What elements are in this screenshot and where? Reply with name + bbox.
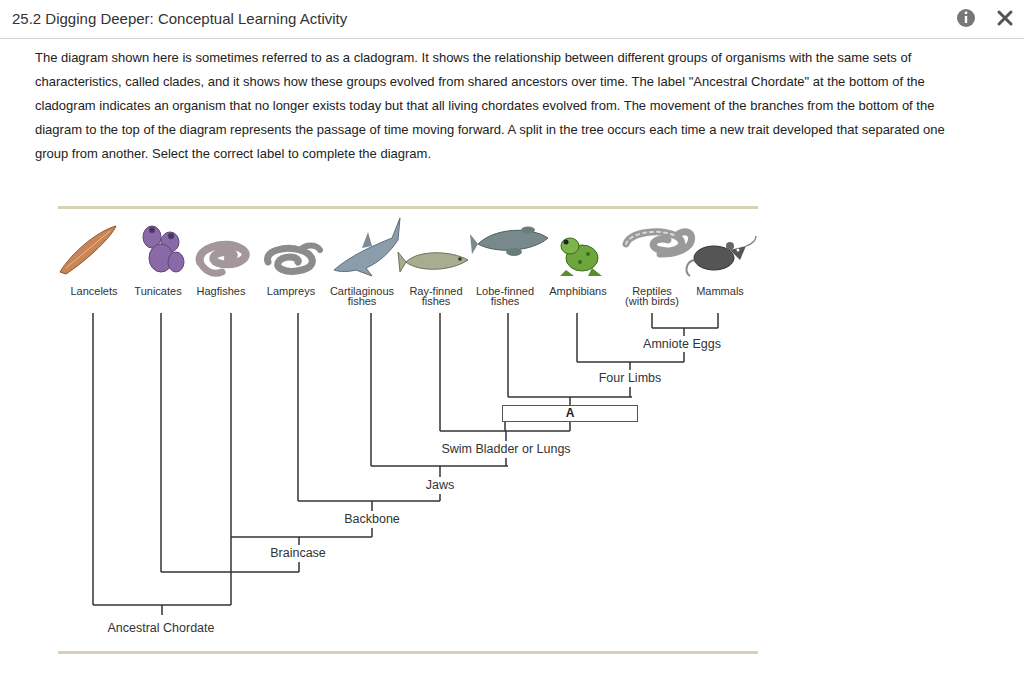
answer-box: A	[502, 405, 638, 422]
info-icon	[957, 9, 975, 27]
lancelet-picture	[60, 226, 116, 274]
taxon-label: Lancelets	[70, 286, 117, 296]
frog-picture	[560, 238, 602, 276]
taxon-label: Hagfishes	[197, 286, 246, 296]
taxon-label: Reptiles (with birds)	[619, 286, 685, 306]
instructions-text: The diagram shown here is sometimes refe…	[35, 46, 960, 166]
taxon-label: Lampreys	[267, 286, 315, 296]
snake-picture	[626, 232, 692, 254]
ray-finned-fish-picture	[398, 252, 468, 272]
lobe-finned-fish-picture	[470, 227, 548, 257]
hagfish-picture	[200, 245, 246, 273]
taxon-label: Tunicates	[134, 286, 181, 296]
trait-label: Swim Bladder or Lungs	[439, 442, 572, 457]
taxon-label: Amphibians	[549, 286, 606, 296]
rat-picture	[687, 236, 756, 276]
taxon-label: Ray-finned fishes	[405, 286, 467, 306]
tunicate-picture	[143, 226, 184, 272]
trait-label: Braincase	[268, 546, 328, 561]
top-rule	[58, 206, 758, 209]
header-title: 25.2 Digging Deeper: Conceptual Learning…	[12, 10, 347, 27]
close-icon	[999, 12, 1011, 24]
trait-label: Backbone	[342, 512, 402, 527]
lamprey-picture	[268, 246, 320, 272]
trait-label: Amniote Eggs	[641, 337, 723, 352]
taxon-label: Mammals	[696, 286, 744, 296]
box-label: A	[503, 406, 637, 421]
cladogram-tree	[93, 313, 718, 615]
taxon-label: Lobe-finned fishes	[473, 286, 537, 306]
trait-label: Ancestral Chordate	[105, 621, 216, 636]
header-rule	[0, 38, 1024, 39]
taxon-label: Cartilaginous fishes	[326, 286, 398, 306]
bottom-rule	[58, 651, 758, 654]
trait-label: Four Limbs	[597, 371, 664, 386]
shark-picture	[334, 218, 400, 276]
trait-label: Jaws	[424, 478, 456, 493]
